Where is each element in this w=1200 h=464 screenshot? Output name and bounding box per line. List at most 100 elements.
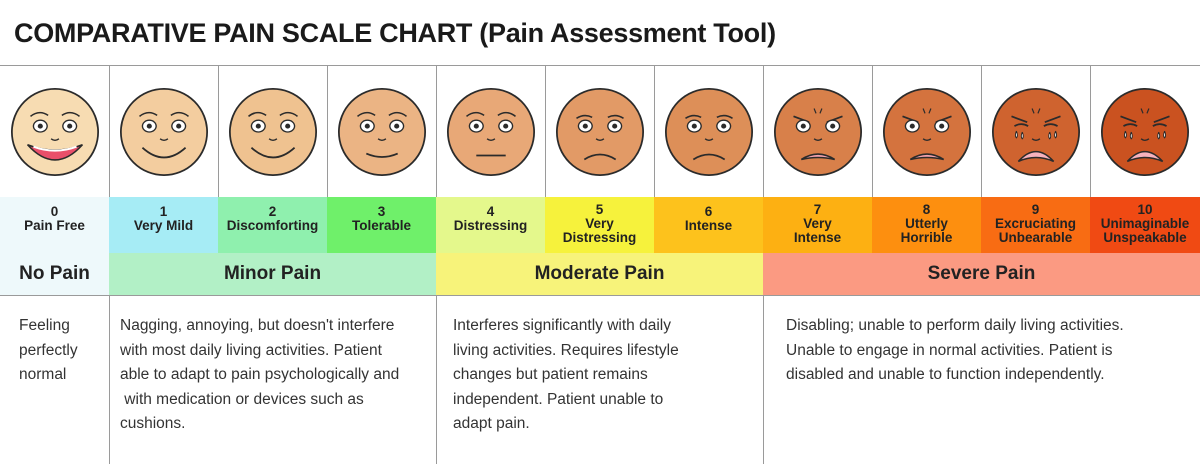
description-line: adapt pain.: [453, 415, 530, 432]
face-icon: [446, 87, 535, 177]
pain-level-number: 4: [486, 204, 495, 219]
band-description: Feeling perfectly normal: [19, 314, 78, 388]
band-description: Interferes significantly with daily livin…: [453, 314, 679, 437]
face-icon: [337, 87, 426, 177]
pain-level-number: 7: [813, 202, 822, 217]
face-icon: [882, 87, 971, 177]
grid-line: [872, 65, 873, 253]
pain-level-label: Pain Free: [24, 218, 85, 233]
face-icon: [555, 87, 644, 177]
grid-line: [0, 65, 1200, 66]
face-icon-3: [333, 83, 431, 181]
grid-line: [545, 65, 546, 253]
grid-line: [109, 65, 110, 253]
description-line: Unable to engage in normal activities. P…: [786, 341, 1113, 359]
face-icon-1: [115, 83, 213, 181]
pain-level-label: Very: [585, 216, 614, 231]
description-line: changes but patient remains: [453, 366, 648, 383]
description-line: normal: [19, 366, 67, 383]
face-icon-7: [769, 83, 867, 181]
grid-line: [0, 295, 1200, 296]
pain-level-number: 8: [922, 202, 931, 217]
page-title: COMPARATIVE PAIN SCALE CHART (Pain Asses…: [14, 18, 776, 48]
pain-level-label-line2: Distressing: [562, 230, 637, 245]
face-icon-6: [660, 83, 758, 181]
face-icon: [664, 87, 753, 177]
pain-level-label: Very: [803, 216, 832, 231]
face-icon-4: [442, 83, 540, 181]
grid-line: [654, 65, 655, 253]
band-moderate-pain: Moderate Pain: [436, 253, 763, 295]
description-line: Disabling; unable to perform daily livin…: [786, 317, 1124, 334]
face-icon-9: [987, 83, 1085, 181]
pain-level-label: Tolerable: [351, 218, 412, 233]
band-no-pain: No Pain: [0, 253, 109, 295]
pain-level-number: 2: [268, 204, 277, 219]
pain-level-number: 3: [377, 204, 386, 219]
pain-level-label: Unimaginable: [1100, 216, 1190, 231]
face-icon: [119, 87, 208, 177]
face-icon-10: [1096, 83, 1194, 181]
face-icon: [228, 87, 317, 177]
pain-level-number: 10: [1137, 202, 1153, 217]
pain-level-number: 0: [50, 204, 59, 219]
grid-line: [109, 253, 110, 464]
description-line: cushions.: [120, 415, 186, 432]
description-line: perfectly: [19, 341, 78, 359]
face-icon-0: [6, 83, 104, 181]
pain-level-label: Discomforting: [226, 218, 319, 233]
description-line: Feeling: [19, 317, 70, 334]
band-description: Nagging, annoying, but doesn't interfere…: [120, 314, 399, 437]
description-line: disabled and unable to function independ…: [786, 366, 1105, 383]
face-icon-2: [224, 83, 322, 181]
pain-level-number: 5: [595, 202, 604, 217]
description-line: able to adapt to pain psychologically an…: [120, 366, 400, 383]
face-icon: [1100, 87, 1190, 177]
pain-level-label: Very Mild: [133, 218, 194, 233]
pain-level-number: 1: [159, 204, 168, 219]
pain-level-label-line2: Intense: [793, 230, 842, 245]
description-line: independent. Patient unable to: [453, 390, 664, 408]
grid-line: [981, 65, 982, 253]
pain-level-label-line2: Unbearable: [998, 230, 1073, 245]
description-line: living activities. Requires lifestyle: [453, 341, 679, 359]
face-icon: [991, 87, 1080, 177]
description-line: with medication or devices such as: [120, 390, 364, 408]
pain-level-label: Excruciating: [994, 216, 1077, 231]
face-icon-8: [878, 83, 976, 181]
grid-line: [218, 65, 219, 253]
face-icon: [773, 87, 862, 177]
grid-line: [436, 65, 437, 253]
description-line: Interferes significantly with daily: [453, 317, 671, 334]
band-severe-pain: Severe Pain: [763, 253, 1200, 295]
grid-line: [436, 253, 437, 464]
pain-level-label: Intense: [684, 218, 733, 233]
band-description: Disabling; unable to perform daily livin…: [786, 314, 1124, 388]
grid-line: [763, 253, 764, 464]
pain-level-number: 6: [704, 204, 713, 219]
face-icon: [10, 87, 99, 177]
grid-line: [763, 65, 764, 253]
grid-line: [1090, 65, 1091, 253]
face-icon-5: [551, 83, 649, 181]
band-minor-pain: Minor Pain: [109, 253, 436, 295]
description-line: Nagging, annoying, but doesn't interfere: [120, 317, 395, 334]
pain-level-label: Utterly: [905, 216, 948, 231]
pain-level-number: 9: [1031, 202, 1040, 217]
pain-level-label-line2: Unspeakable: [1103, 230, 1187, 245]
grid-line: [327, 65, 328, 253]
pain-level-label: Distressing: [453, 218, 528, 233]
description-line: with most daily living activities. Patie…: [120, 341, 382, 359]
pain-level-label-line2: Horrible: [900, 230, 953, 245]
